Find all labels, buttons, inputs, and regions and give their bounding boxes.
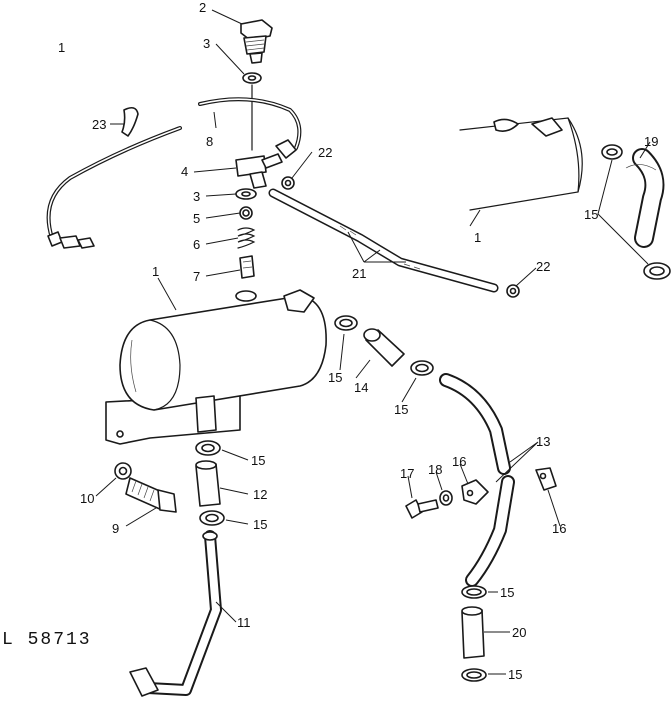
check-valve xyxy=(239,255,255,279)
callout-20: 20 xyxy=(512,625,526,640)
washer-upper-hole xyxy=(247,75,257,81)
mounting-bolt xyxy=(125,477,177,513)
callout-15-tank-outlet: 15 xyxy=(328,370,342,385)
hose-clamp-right-lower xyxy=(643,262,671,280)
hose-clamp-lower-right-upper xyxy=(461,585,487,599)
tee-fitting xyxy=(235,153,283,189)
clip-bracket-right xyxy=(535,467,557,491)
callout-21: 21 xyxy=(352,266,366,281)
drain-pipe xyxy=(129,530,222,697)
reservoir-tank-upper xyxy=(459,117,583,211)
callout-1-main-tank: 1 xyxy=(152,264,159,279)
hose-clamp-coupler xyxy=(410,360,434,376)
callout-12: 12 xyxy=(253,487,267,502)
washer-small xyxy=(439,490,453,506)
hose-clamp-left-lower xyxy=(199,510,225,526)
return-hose xyxy=(439,373,515,587)
short-hose xyxy=(195,460,221,507)
callout-8: 8 xyxy=(206,134,213,149)
callout-13: 13 xyxy=(536,434,550,449)
lock-washer xyxy=(114,462,132,480)
callout-15-lower-right-upper: 15 xyxy=(500,585,514,600)
hose-clamp-left-upper xyxy=(195,440,221,456)
hose-clamp-small-upper xyxy=(281,176,295,190)
hose-coupler xyxy=(363,328,405,367)
callout-4: 4 xyxy=(181,164,188,179)
callout-18: 18 xyxy=(428,462,442,477)
callout-10: 10 xyxy=(80,491,94,506)
callout-1-upper-tank: 1 xyxy=(474,230,481,245)
callout-9: 9 xyxy=(112,521,119,536)
callout-19: 19 xyxy=(644,134,658,149)
wire-clip xyxy=(121,106,139,137)
callout-6: 6 xyxy=(193,237,200,252)
drain-plug xyxy=(240,19,273,64)
spring xyxy=(237,227,256,249)
callout-5: 5 xyxy=(193,211,200,226)
callout-3-upper: 3 xyxy=(203,36,210,51)
hose-clamp-small-lower xyxy=(506,284,520,298)
callout-11: 11 xyxy=(237,615,251,630)
reservoir-tank-main xyxy=(105,289,327,445)
bolt-small xyxy=(405,499,439,519)
callout-15-coupler: 15 xyxy=(394,402,408,417)
washer-lower-hole xyxy=(241,191,251,197)
callout-labels: 2 3 23 8 4 22 3 5 6 7 1 21 22 1 19 15 15… xyxy=(80,0,658,682)
callout-3-lower: 3 xyxy=(193,189,200,204)
drawing-reference-number: L 58713 xyxy=(2,630,92,650)
callout-15-left-upper: 15 xyxy=(251,453,265,468)
callout-2: 2 xyxy=(199,0,206,15)
callout-15-left-lower: 15 xyxy=(253,517,267,532)
corner-mark: 1 xyxy=(58,40,65,55)
callout-17: 17 xyxy=(400,466,414,481)
callout-22-upper: 22 xyxy=(318,145,332,160)
callout-7: 7 xyxy=(193,269,200,284)
clip-bracket-left xyxy=(461,479,489,505)
callout-14: 14 xyxy=(354,380,368,395)
breather-tube xyxy=(268,188,499,293)
hose-clamp-lower-right-lower xyxy=(461,668,487,682)
callout-16-right: 16 xyxy=(552,521,566,536)
callout-23: 23 xyxy=(92,117,106,132)
elbow-hose xyxy=(625,148,665,248)
o-ring-hole xyxy=(242,209,250,217)
wire-harness xyxy=(46,97,302,249)
hose-clamp-right-upper xyxy=(601,144,623,160)
callout-22-lower: 22 xyxy=(536,259,550,274)
callout-16-left: 16 xyxy=(452,454,466,469)
hose-clamp-tank-outlet xyxy=(334,315,358,331)
straight-hose xyxy=(461,606,485,659)
callout-15-lower-right-lower: 15 xyxy=(508,667,522,682)
callout-15-right: 15 xyxy=(584,207,598,222)
leader-lines xyxy=(95,9,651,675)
